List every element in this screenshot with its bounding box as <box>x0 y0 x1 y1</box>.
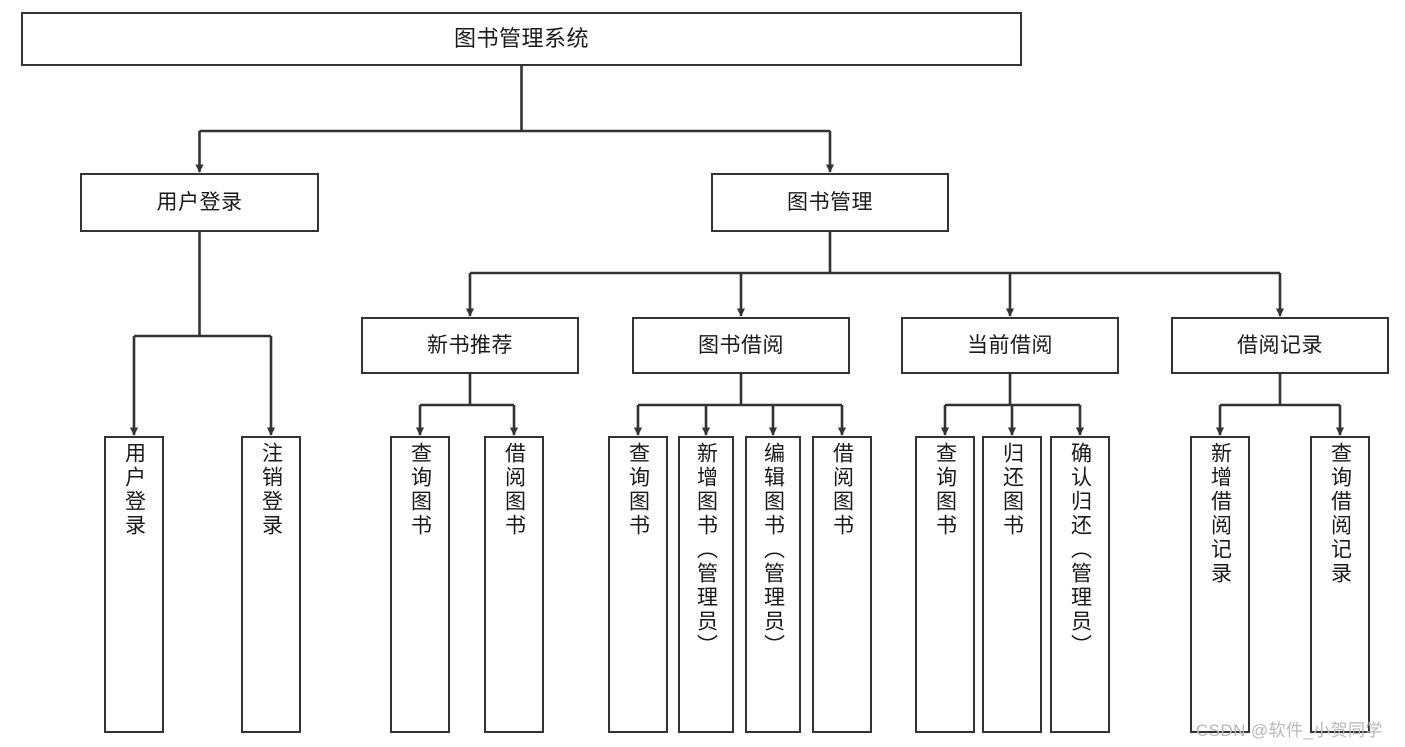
node-root[interactable]: 图书管理系统 <box>21 12 1022 66</box>
node-label: 查询图书 <box>626 442 650 538</box>
node-label: 新增借阅记录 <box>1208 442 1232 586</box>
node-leaf-confirm-return[interactable]: 确认归还（管理员） <box>1050 436 1110 733</box>
node-leaf-borrow-book-1[interactable]: 借阅图书 <box>484 436 544 733</box>
node-leaf-add-record[interactable]: 新增借阅记录 <box>1190 436 1250 733</box>
node-label: 当前借阅 <box>967 333 1053 357</box>
node-leaf-query-book-1[interactable]: 查询图书 <box>390 436 450 733</box>
node-leaf-query-book-2[interactable]: 查询图书 <box>608 436 668 733</box>
node-leaf-edit-book[interactable]: 编辑图书（管理员） <box>745 436 801 733</box>
node-new-book-rec[interactable]: 新书推荐 <box>361 317 579 374</box>
node-label: 编辑图书（管理员） <box>761 442 785 658</box>
node-label: 新增图书（管理员） <box>694 442 718 658</box>
node-book-manage[interactable]: 图书管理 <box>711 173 949 232</box>
csdn-watermark: CSDN @软件_小贺同学 <box>1196 721 1383 740</box>
node-borrow-record[interactable]: 借阅记录 <box>1171 317 1389 374</box>
node-label: 借阅图书 <box>830 442 854 538</box>
node-label: 用户登录 <box>156 190 243 214</box>
node-label: 查询图书 <box>933 442 957 538</box>
node-label: 用户登录 <box>122 442 146 538</box>
node-label: 查询借阅记录 <box>1328 442 1352 586</box>
node-current-borrow[interactable]: 当前借阅 <box>901 317 1119 374</box>
node-label: 图书管理 <box>787 190 873 214</box>
node-leaf-user-login[interactable]: 用户登录 <box>104 436 164 733</box>
node-leaf-borrow-book-2[interactable]: 借阅图书 <box>812 436 872 733</box>
node-leaf-add-book[interactable]: 新增图书（管理员） <box>678 436 734 733</box>
node-label: 查询图书 <box>408 442 432 538</box>
node-label: 借阅图书 <box>502 442 526 538</box>
node-leaf-query-book-3[interactable]: 查询图书 <box>915 436 975 733</box>
node-book-borrow[interactable]: 图书借阅 <box>632 317 850 374</box>
node-label: 图书管理系统 <box>453 25 589 51</box>
node-user-login[interactable]: 用户登录 <box>80 173 319 232</box>
node-leaf-query-record[interactable]: 查询借阅记录 <box>1310 436 1370 733</box>
node-label: 注销登录 <box>259 442 283 538</box>
node-leaf-return-book[interactable]: 归还图书 <box>982 436 1042 733</box>
node-leaf-logout[interactable]: 注销登录 <box>241 436 301 733</box>
node-label: 归还图书 <box>1000 442 1024 538</box>
node-label: 新书推荐 <box>427 333 513 357</box>
node-label: 借阅记录 <box>1237 333 1323 357</box>
node-label: 图书借阅 <box>698 333 784 357</box>
node-label: 确认归还（管理员） <box>1068 442 1092 658</box>
